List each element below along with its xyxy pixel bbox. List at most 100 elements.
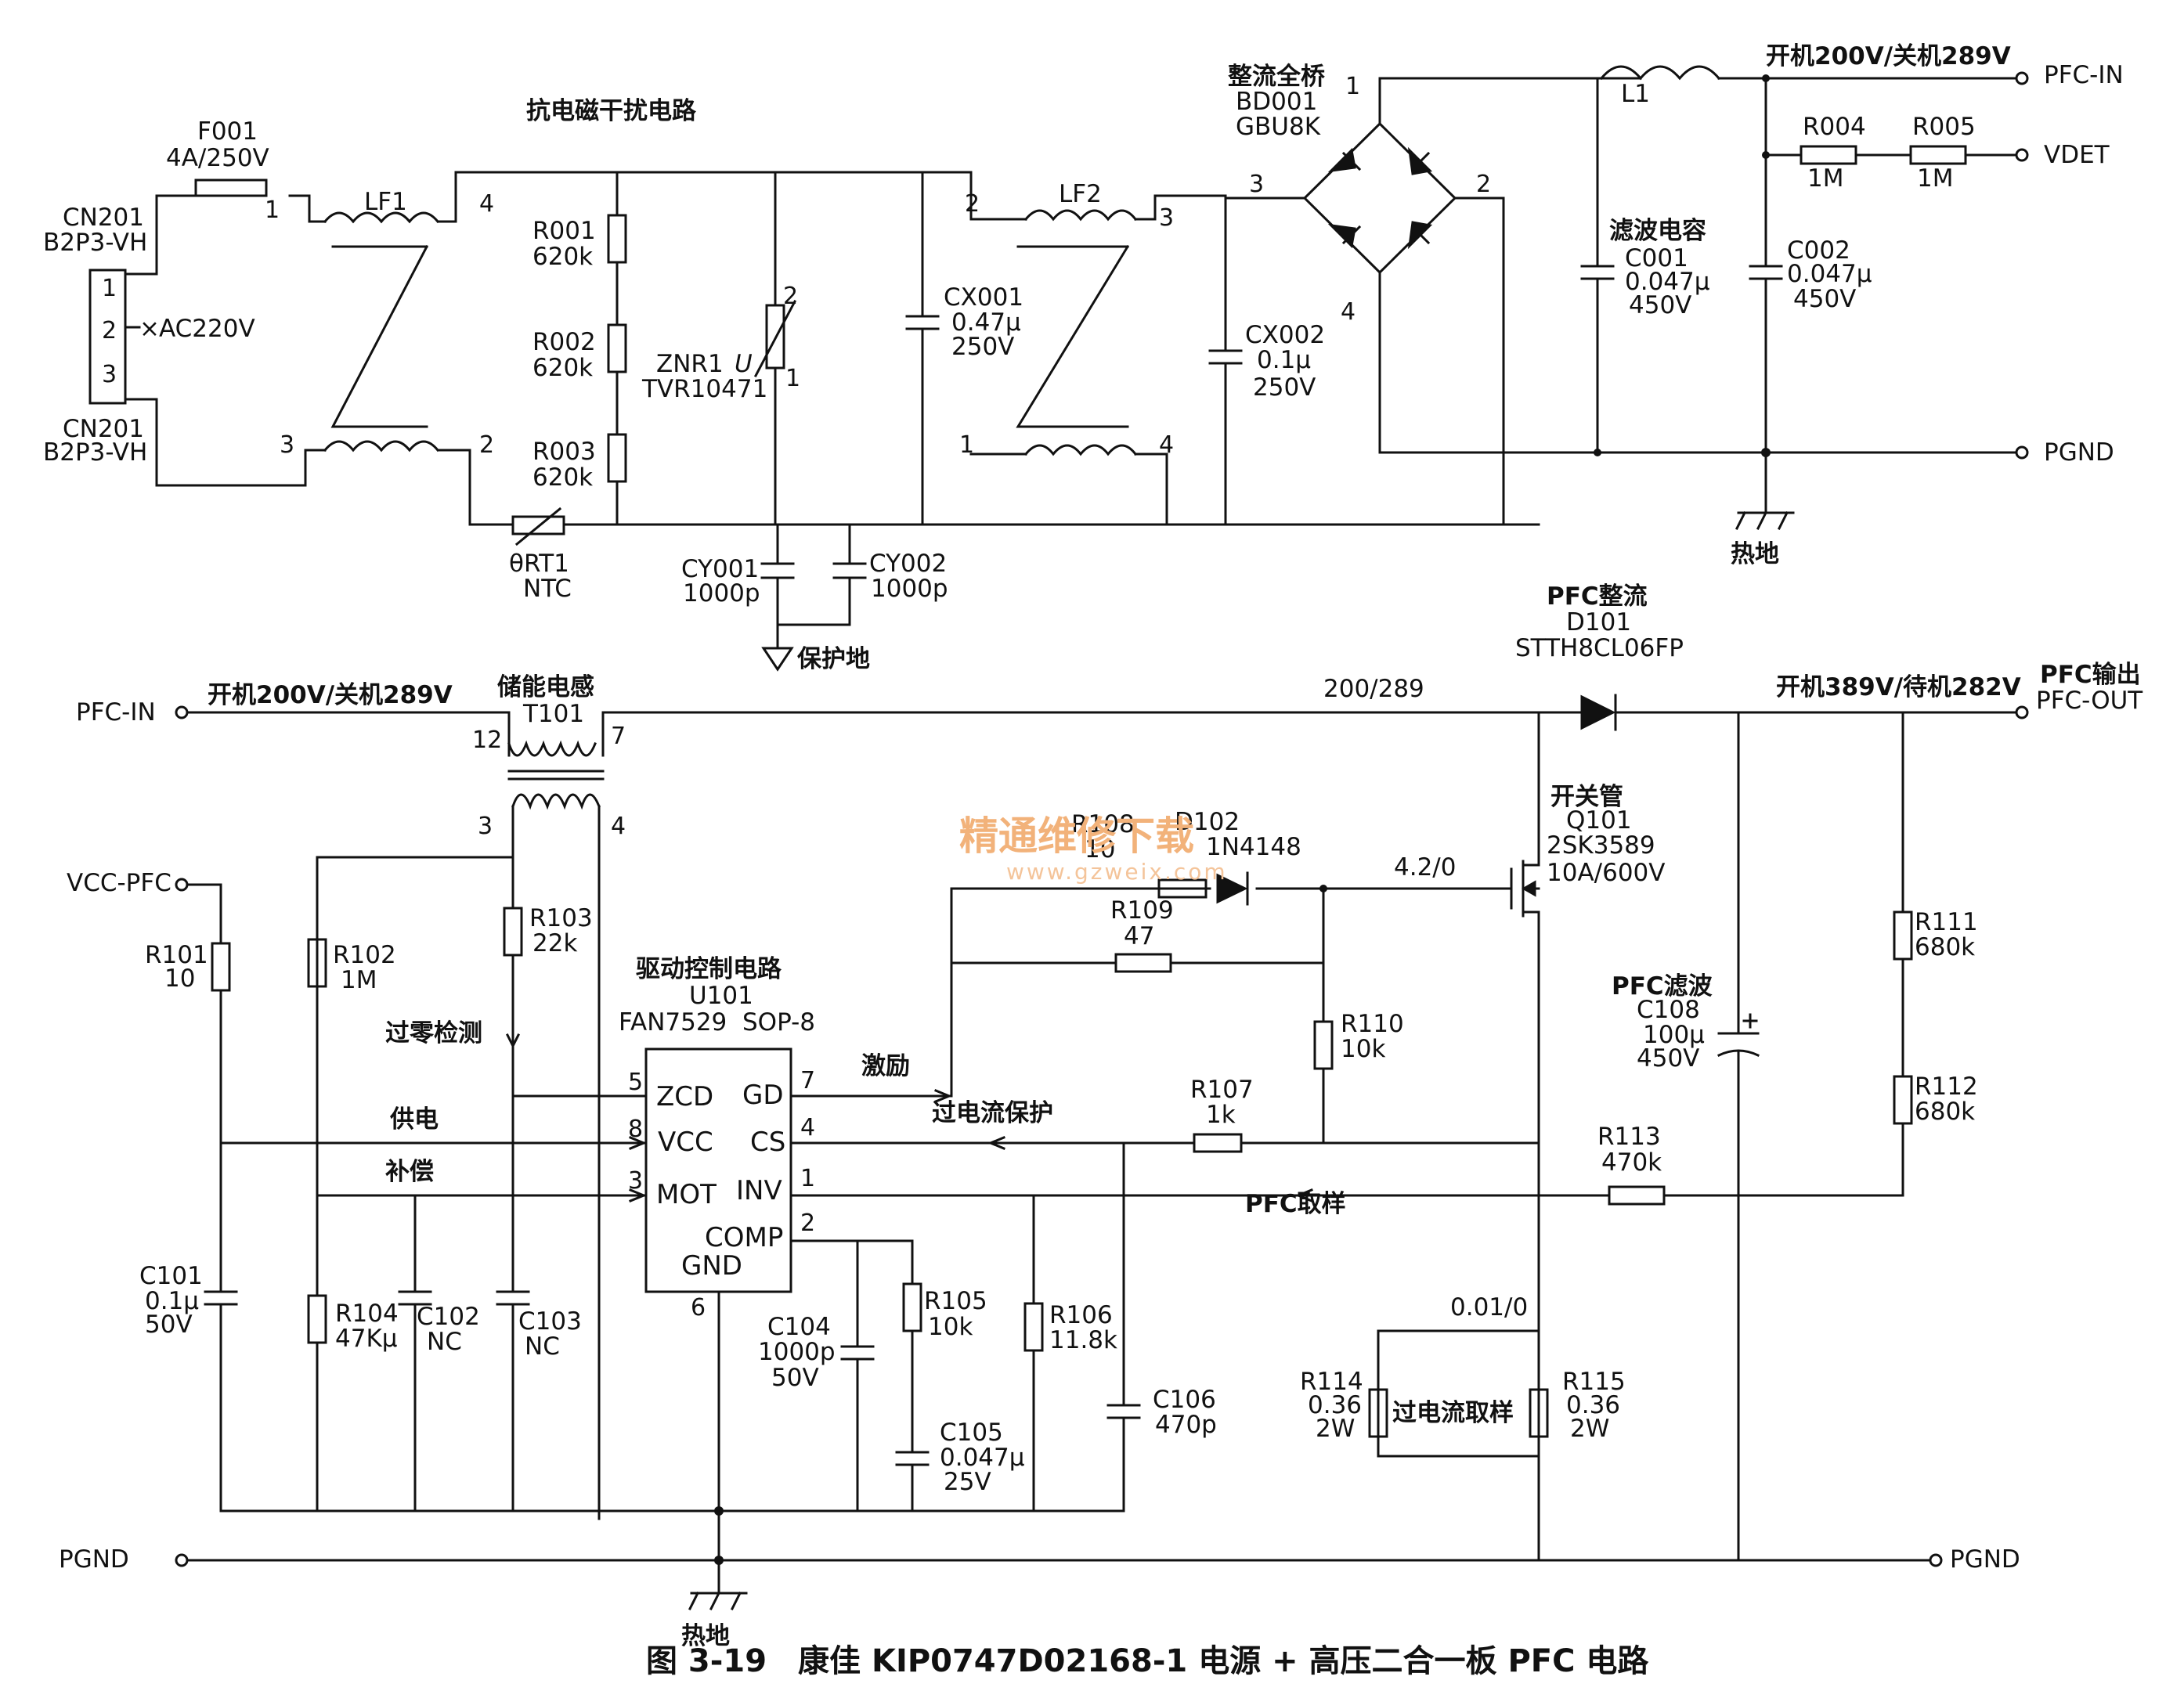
cx001-rating: 250V (951, 333, 1014, 361)
pin-cs: CS (750, 1127, 785, 1158)
t-pin-7: 7 (611, 723, 626, 750)
u-pin-7: 7 (800, 1067, 815, 1094)
cn-pin-2: 2 (102, 317, 117, 344)
bd-pin-2: 2 (1476, 171, 1491, 198)
r107-symbol (1193, 1133, 1243, 1153)
c002-value: 0.047μ (1787, 260, 1872, 288)
bd001-ref: BD001 (1236, 88, 1317, 116)
lf1-top-coil (323, 211, 440, 224)
ac-cross-mark: × (139, 315, 160, 343)
supply-label: 供电 (389, 1105, 439, 1134)
r107-value: 1k (1206, 1101, 1236, 1129)
fuse-f001-symbol (194, 178, 268, 197)
r108-symbol (1157, 878, 1208, 899)
c104-ref: C104 (767, 1313, 831, 1341)
emi-wires (88, 77, 2018, 650)
watermark-url: www.gzweix.com (1006, 859, 1228, 885)
u-pin-4: 4 (800, 1114, 815, 1141)
protect-ground-symbol (761, 647, 794, 672)
u101-ref: U101 (689, 982, 753, 1010)
cn-pin-3: 3 (102, 361, 117, 388)
pfc-wires (185, 711, 2018, 1595)
r102-ref: R102 (333, 941, 396, 969)
pfc-output-label: PFC输出 (2040, 661, 2141, 689)
r102-symbol (307, 938, 327, 988)
pin-gd: GD (742, 1080, 784, 1111)
overcurrent-protect-label: 过电流保护 (932, 1099, 1053, 1127)
emi-title: 抗电磁干扰电路 (526, 97, 697, 125)
r103-ref: R103 (529, 904, 593, 932)
v-200-289: 200/289 (1323, 675, 1424, 703)
lf1-core (330, 244, 429, 428)
compensation-label: 补偿 (385, 1158, 434, 1186)
net-pgnd-left: PGND (59, 1545, 129, 1574)
c108-rating: 450V (1637, 1044, 1699, 1073)
t-pin-12: 12 (472, 727, 502, 754)
r005-symbol (1909, 145, 1967, 165)
terminal-vcc-pfc (175, 878, 189, 892)
r105-ref: R105 (924, 1287, 987, 1315)
terminal-pfc-out (2015, 705, 2029, 719)
r003-symbol (607, 433, 627, 483)
terminal-pgnd-top (2015, 445, 2029, 460)
junctions (714, 74, 1771, 1565)
r103-value: 22k (532, 929, 577, 957)
r109-ref: R109 (1110, 896, 1174, 925)
t-pin-3: 3 (478, 813, 493, 840)
net-pfc-in-top: PFC-IN (2044, 61, 2124, 89)
pfc-sample-label: PFC取样 (1245, 1190, 1346, 1218)
r104-symbol (307, 1294, 327, 1344)
r005-value: 1M (1917, 164, 1953, 193)
r004-value: 1M (1807, 164, 1843, 193)
r115-symbol (1529, 1388, 1549, 1438)
q101-rating: 10A/600V (1547, 859, 1665, 887)
cn-pin-1: 1 (102, 275, 117, 302)
labels: CN201 B2P3-VH CN201 B2P3-VH 1 2 3 × AC22… (43, 42, 2143, 1679)
c102-value: NC (427, 1328, 462, 1356)
terminals (175, 71, 2029, 1567)
r109-value: 47 (1124, 922, 1154, 950)
v-out: 开机389V/待机282V (1776, 673, 2021, 701)
l1-ref: L1 (1621, 80, 1650, 108)
rt1-ref: θRT1 (509, 550, 569, 578)
znr-pin-1: 1 (785, 365, 800, 392)
r112-symbol (1893, 1075, 1913, 1125)
cx001-ref: CX001 (944, 283, 1023, 312)
r102-value: 1M (341, 966, 377, 994)
c002-rating: 450V (1793, 285, 1856, 313)
d102-symbol (1216, 873, 1248, 904)
r101-ref: R101 (145, 941, 208, 969)
t101-ref: T101 (522, 700, 584, 728)
pfc-filter-label: PFC滤波 (1612, 972, 1713, 1001)
r114-value: 0.36 (1308, 1391, 1362, 1419)
cn201a-ref: CN201 (63, 204, 144, 232)
r114-symbol (1368, 1388, 1388, 1438)
r104-ref: R104 (335, 1300, 399, 1328)
c102-ref: C102 (417, 1303, 480, 1331)
pin-comp: COMP (705, 1222, 783, 1253)
gate-voltage: 4.2/0 (1394, 853, 1456, 882)
t101-primary-coil (507, 740, 597, 757)
u-pin-8: 8 (628, 1116, 643, 1143)
net-pfc-in-bottom: PFC-IN (76, 698, 156, 727)
terminal-pfc-in-bottom (175, 705, 189, 719)
c001-value: 0.047μ (1625, 268, 1709, 296)
r004-ref: R004 (1803, 113, 1866, 141)
cn201a-value: B2P3-VH (43, 229, 147, 257)
cx002-rating: 250V (1253, 373, 1316, 402)
znr1-value: TVR10471 (641, 375, 767, 403)
r115-value: 0.36 (1566, 1391, 1620, 1419)
r110-value: 10k (1341, 1035, 1385, 1063)
lf1-pin-2: 2 (479, 431, 494, 459)
u-pin-1: 1 (800, 1165, 815, 1192)
r113-symbol (1608, 1185, 1666, 1206)
net-pgnd-top: PGND (2044, 438, 2114, 467)
figure-caption: 图 3-19 康佳 KIP0747D02168-1 电源 + 高压二合一板 PF… (646, 1643, 1649, 1679)
bd001-value: GBU8K (1236, 113, 1321, 141)
r107-ref: R107 (1190, 1076, 1254, 1104)
r114-ref: R114 (1300, 1368, 1363, 1396)
cn201b-ref: CN201 (63, 415, 144, 443)
pin-gnd: GND (681, 1250, 742, 1282)
overcurrent-sample-label: 过电流取样 (1392, 1399, 1514, 1427)
r104-value: 47Kμ (335, 1325, 398, 1353)
